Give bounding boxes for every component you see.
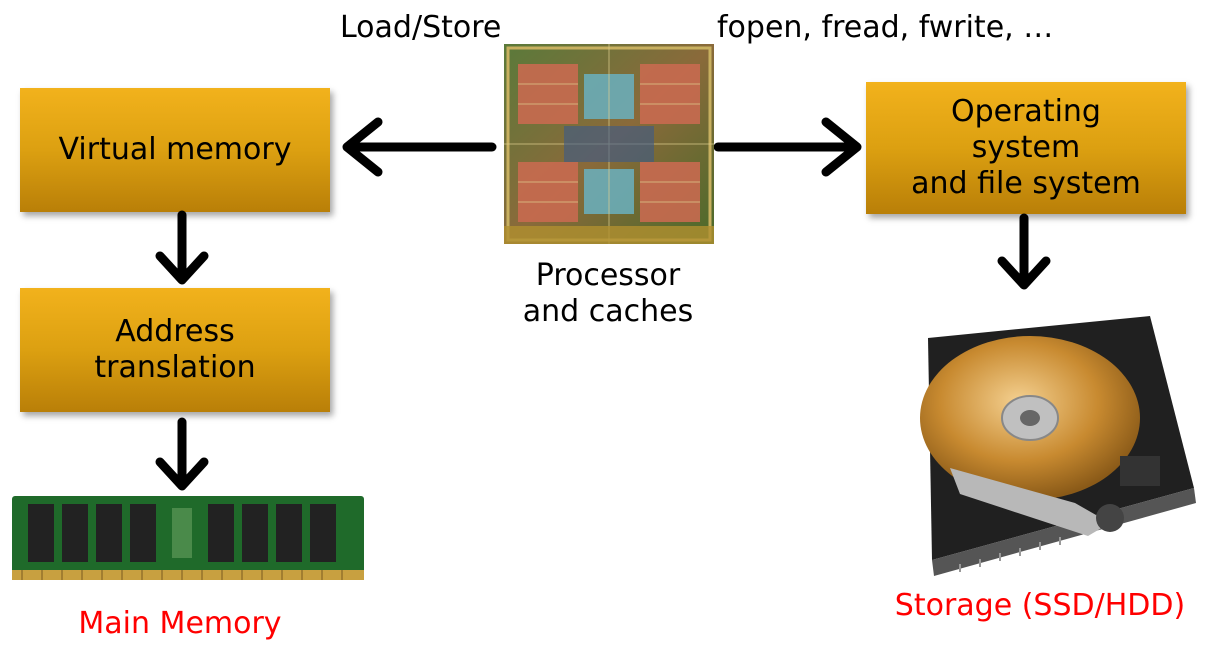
arrow-to-storage xyxy=(997,213,1051,290)
arrow-to-main-memory xyxy=(155,417,209,491)
virtual-memory-label: Virtual memory xyxy=(58,132,292,167)
processor-caption: Processor and caches xyxy=(508,258,708,330)
operating-system-line-2: system xyxy=(971,130,1081,165)
arrow-to-address-translation xyxy=(155,210,209,285)
load-store-label: Load/Store xyxy=(340,10,502,45)
address-translation-line-1: Address xyxy=(115,314,235,349)
operating-system-box: Operating system and file system xyxy=(866,82,1186,214)
arrow-to-operating-system xyxy=(713,117,862,177)
storage-caption: Storage (SSD/HDD) xyxy=(894,588,1186,623)
hard-disk-icon xyxy=(920,316,1196,576)
ram-module-icon xyxy=(12,496,364,580)
processor-caption-line-1: Processor xyxy=(535,258,681,293)
operating-system-line-1: Operating xyxy=(950,94,1101,129)
main-memory-caption: Main Memory xyxy=(78,606,282,641)
address-translation-line-2: translation xyxy=(94,350,256,385)
virtual-memory-box: Virtual memory xyxy=(20,88,330,212)
processor-caption-line-2: and caches xyxy=(522,294,694,329)
address-translation-box: Address translation xyxy=(20,288,330,412)
processor-die-icon xyxy=(504,44,714,244)
operating-system-line-3: and file system xyxy=(911,166,1141,201)
arrow-to-virtual-memory xyxy=(342,117,497,177)
file-calls-label: fopen, fread, fwrite, … xyxy=(717,10,1054,45)
